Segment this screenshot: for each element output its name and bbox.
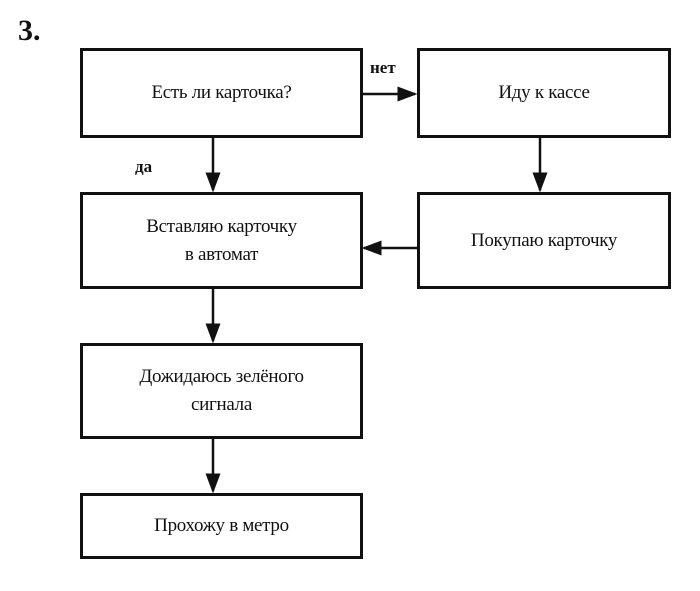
problem-number: 3.	[18, 14, 41, 47]
box-insert-card: Вставляю карточку в автомат	[80, 192, 363, 289]
label-no: нет	[370, 58, 396, 77]
box-text: Прохожу в метро	[154, 515, 289, 537]
box-text: в автомат	[184, 243, 259, 265]
box-text: Покупаю карточку	[470, 229, 618, 251]
box-has-card: Есть ли карточка?	[80, 48, 363, 138]
box-text: сигнала	[191, 394, 252, 415]
box-text: Иду к кассе	[498, 82, 590, 104]
box-text: Есть ли карточка?	[151, 82, 292, 104]
box-text: Вставляю карточку	[146, 215, 297, 237]
box-wait-signal: Дожидаюсь зелёного сигнала	[80, 343, 363, 439]
box-enter-metro: Прохожу в метро	[80, 493, 363, 559]
box-go-to-cashier: Иду к кассе	[417, 48, 671, 138]
box-text: Дожидаюсь зелёного	[139, 366, 304, 388]
box-buy-card: Покупаю карточку	[417, 192, 671, 289]
label-yes: да	[135, 157, 153, 176]
